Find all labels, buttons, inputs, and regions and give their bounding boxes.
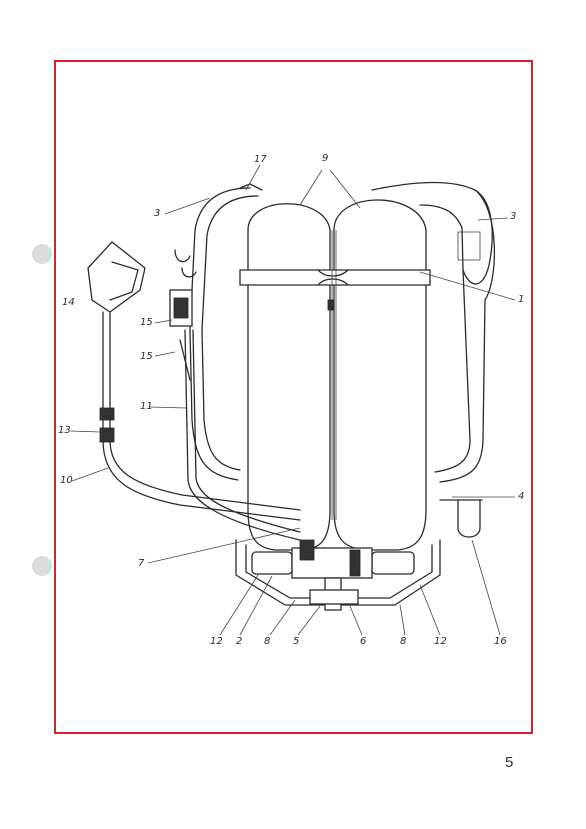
page-frame (54, 60, 533, 734)
binder-hole-bottom (32, 556, 52, 576)
callout-15-upper: 15 (140, 317, 153, 328)
carry-loop (457, 499, 481, 538)
right-cylinder (333, 199, 427, 551)
callout-15-lower: 15 (140, 351, 153, 362)
callout-8-left: 8 (264, 636, 271, 647)
callout-2: 2 (236, 636, 243, 647)
callout-5: 5 (293, 636, 300, 647)
callout-17: 17 (254, 154, 267, 165)
callout-14: 14 (62, 297, 75, 308)
callout-3-left: 3 (154, 208, 161, 219)
callout-12-right: 12 (434, 636, 447, 647)
hose-coupling-a (99, 407, 115, 421)
left-harness-strap (189, 187, 251, 481)
callout-1: 1 (518, 294, 525, 305)
callout-6: 6 (360, 636, 367, 647)
demand-valve (87, 241, 146, 313)
callout-4: 4 (518, 491, 525, 502)
callout-16: 16 (494, 636, 507, 647)
right-valve (371, 551, 415, 575)
callout-8-right: 8 (400, 636, 407, 647)
strap-buckle (457, 231, 481, 261)
callout-11: 11 (140, 401, 153, 412)
left-valve (251, 551, 293, 575)
cylinder-clamp-band (239, 269, 431, 286)
gauge-line (184, 329, 301, 541)
hose-coupling-b (99, 427, 115, 443)
page-number: 5 (505, 754, 514, 771)
right-shoulder-strap (371, 181, 493, 285)
leader-lines (69, 164, 516, 636)
callout-3-right: 3 (510, 211, 517, 222)
callout-13: 13 (58, 425, 71, 436)
callout-9: 9 (322, 153, 329, 164)
callout-7: 7 (138, 558, 145, 569)
breathing-hose (102, 311, 301, 521)
handwheel (349, 549, 361, 577)
pressure-gauge (299, 539, 315, 561)
left-cylinder (247, 203, 331, 551)
callout-12-left: 12 (210, 636, 223, 647)
callout-10: 10 (60, 475, 73, 486)
binder-hole-top (32, 244, 52, 264)
